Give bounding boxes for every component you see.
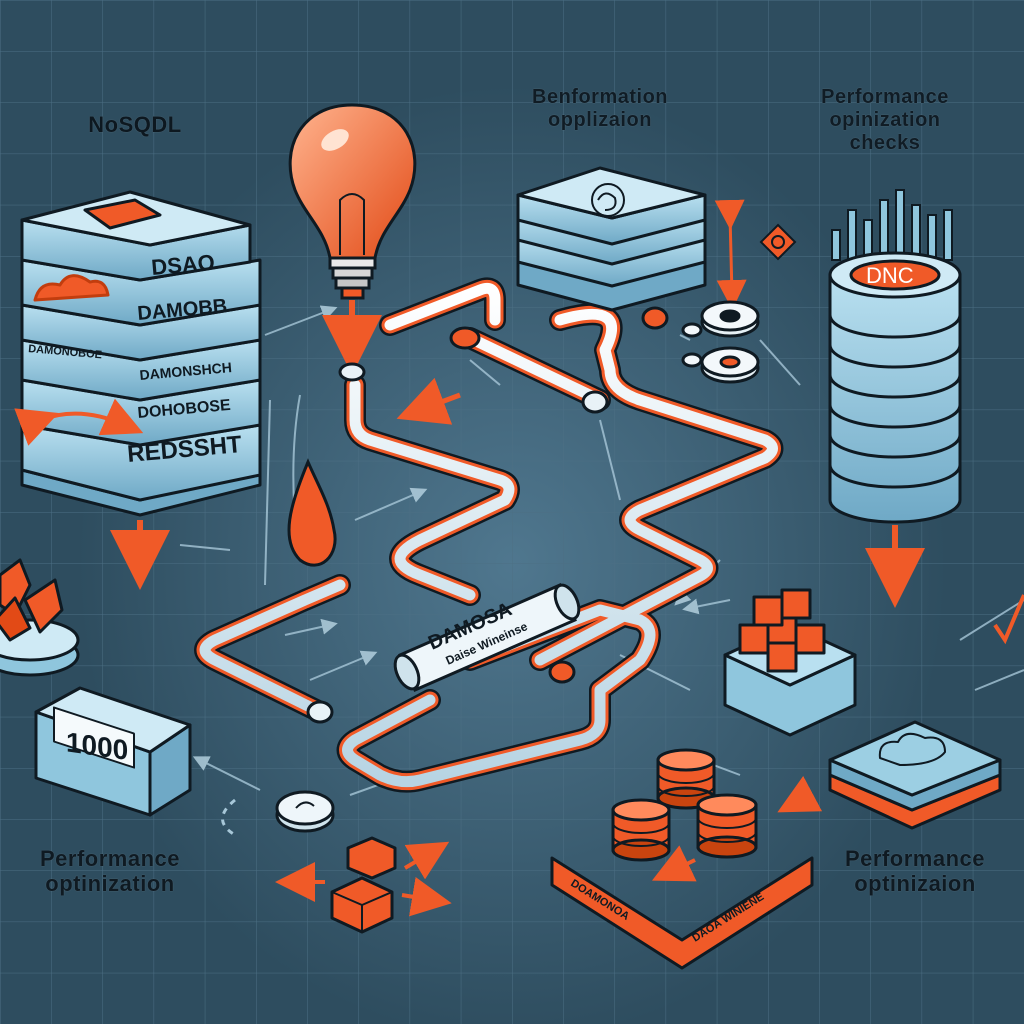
counter-box: 1000 [34,686,192,817]
bar-chart-icon [831,189,953,261]
cloud-panel [828,720,1002,830]
top-right-line-3: checks [849,132,921,154]
top-right-label: Performance opinization checks [790,86,980,155]
db-label-1: DSAO [150,250,215,280]
cylinder-badge: DNC [866,263,914,288]
data-pipeline [194,277,784,793]
database-stack [14,190,262,517]
database-cylinder [828,251,962,524]
disk-stacks [611,748,758,862]
disk-icons [681,300,760,384]
server-stack [516,166,707,312]
crystal-icon [0,558,80,677]
bottom-right-line-1: Performance [844,846,985,871]
dashed-link [221,798,236,837]
block-cluster [723,588,857,737]
arrow-icon [401,876,452,917]
bottom-right-label: Performance optinizaion [820,846,1010,897]
left-arrow-icon [651,845,697,882]
left-arrow-icon [777,775,823,813]
bottom-left-label: Performance optinization [20,846,200,897]
bottom-left-line-1: Performance [39,846,180,871]
nosql-label: NoSQDL [88,112,182,137]
flow-arrow-icon [396,377,461,425]
top-center-label: Benformation opplizaion [500,86,700,132]
top-center-line-2: opplizaion [548,109,652,131]
top-right-line-1: Performance [821,86,949,108]
orange-cubes [330,836,397,934]
small-disk-icon [275,790,335,833]
refresh-icon [759,223,797,261]
arrow-icon [403,841,450,880]
lightbulb-icon [288,103,417,300]
pipe-tag: DAMOSA Daise Wineinse [393,583,581,692]
bottom-right-line-2: optinizaion [854,871,976,897]
bottom-left-line-2: optinization [45,871,175,897]
top-right-line-2: opinization [829,109,941,131]
drop-icon [287,458,337,567]
double-arrow-icon [714,199,747,310]
check-icon [993,594,1024,645]
top-center-line-1: Benformation [532,86,668,108]
pipe-joints [306,306,669,724]
